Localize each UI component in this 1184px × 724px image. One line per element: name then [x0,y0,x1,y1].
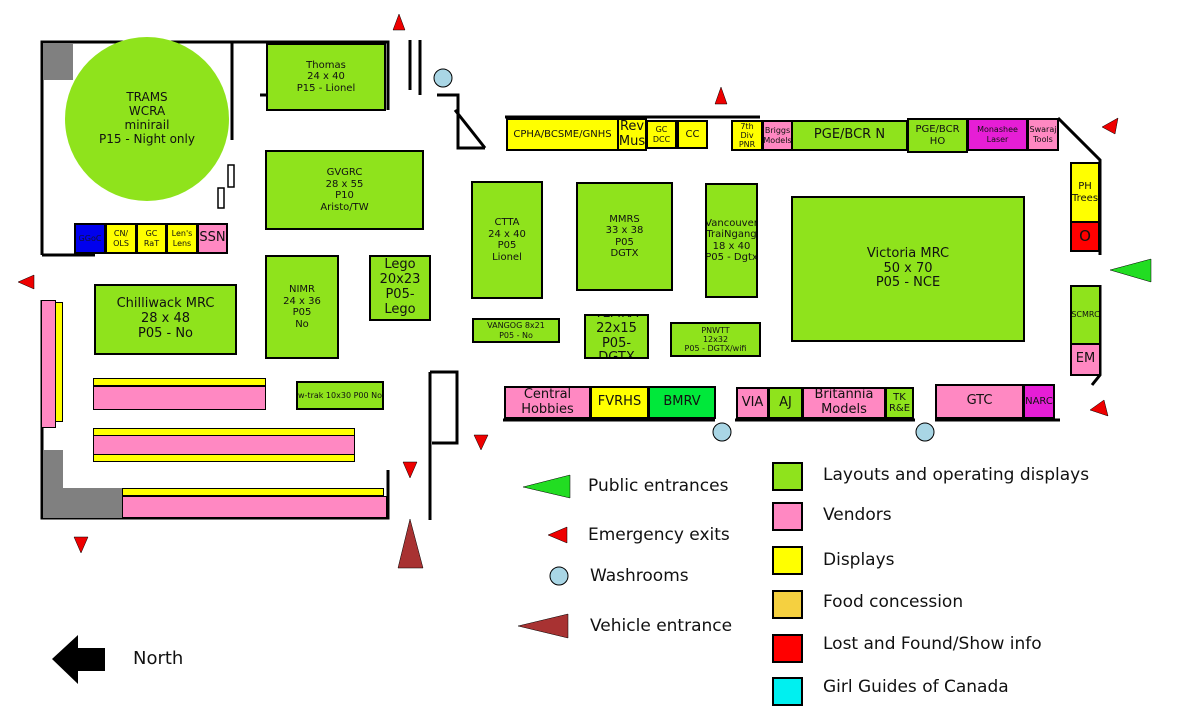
booth-ggoc[interactable]: GGoC [74,223,106,254]
booth-gc-dcc[interactable]: GC DCC [646,120,677,149]
north-label: North [133,648,184,669]
legend-swatch-vendors [772,502,803,531]
vehicle-entrance-icons [397,518,569,639]
legend-vendors: Vendors [823,505,892,525]
booth-bmrv[interactable]: BMRV [648,386,716,419]
booth-via[interactable]: VIA [736,387,769,419]
booth-gc-rat[interactable]: GC RaT [136,223,167,254]
booth-gtc[interactable]: GTC [935,384,1024,419]
display-tables [93,428,355,436]
display-tables [93,454,355,462]
booth-monashee[interactable]: Monashee Laser [967,118,1028,151]
booth-pge-bcr-n[interactable]: PGE/BCR N [791,120,908,151]
legend-vehicle-entrance: Vehicle entrance [590,616,733,636]
vendor-strip [41,300,56,428]
booth-w-trak[interactable]: w-trak 10x30 P00 No [296,381,384,410]
booth-swaraj[interactable]: Swaraj Tools [1027,118,1059,151]
booth-britannia[interactable]: Britannia Models [802,387,886,419]
booth-7th-div[interactable]: 7th Div PNR [731,120,763,151]
gray-area [43,43,73,80]
booth-nimr[interactable]: NIMR 24 x 36 P05 No [265,255,339,359]
booth-cpha[interactable]: CPHA/BCSME/GNHS [506,118,619,151]
legend-layouts: Layouts and operating displays [823,465,1090,485]
legend-swatch-layouts [772,462,803,491]
booth-thomas[interactable]: Thomas 24 x 40 P15 - Lionel [266,43,386,111]
booth-vancouver-traingang[interactable]: Vancouver TraiNgang 18 x 40 P05 - Dgtx [705,183,758,298]
booth-ph-trees[interactable]: PH Trees [1070,162,1100,223]
booth-victoria-mrc[interactable]: Victoria MRC 50 x 70 P05 - NCE [791,196,1025,342]
booth-central-hobbies[interactable]: Central Hobbies [504,386,591,419]
booth-tk-re[interactable]: TK R&E [885,387,914,419]
booth-rev-mus[interactable]: Rev Mus [617,118,647,151]
display-tables [122,488,384,496]
booth-fvrhs[interactable]: FVRHS [590,386,649,419]
legend-swatch-lost-found [772,634,803,663]
booth-em[interactable]: EM [1070,343,1101,376]
booth-pnwtt[interactable]: PNWTT 12x32 P05 - DGTX/wifi [670,322,761,357]
legend-swatch-girl-guides [772,677,803,706]
booth-tlmra[interactable]: TLMRA 22x15 P05- DGTX [584,314,649,359]
booth-ssn[interactable]: SSN [197,223,228,254]
legend-food: Food concession [823,592,964,612]
legend-girl-guides: Girl Guides of Canada [823,677,1009,697]
booth-chilliwack[interactable]: Chilliwack MRC 28 x 48 P05 - No [94,284,237,355]
legend-emergency-exits: Emergency exits [588,525,730,545]
show-info-booth[interactable]: O [1070,221,1100,252]
legend-swatch-food [772,590,803,619]
booth-cn-ols[interactable]: CN/ OLS [105,223,137,254]
vendor-row [93,386,266,410]
booth-cc[interactable]: CC [677,120,708,149]
booth-trams[interactable]: TRAMS WCRA minirail P15 - Night only [65,37,229,201]
north-arrow-icon [52,635,105,684]
legend-displays: Displays [823,550,895,570]
booth-aj[interactable]: AJ [768,387,803,419]
washroom-icons [433,68,935,586]
public-entrance-icons [522,258,1152,499]
display-tables [93,378,266,386]
booth-gvgrc[interactable]: GVGRC 28 x 55 P10 Aristo/TW [265,150,424,230]
legend-public-entrances: Public entrances [588,476,729,496]
booth-lens-lens[interactable]: Len's Lens [166,223,198,254]
booth-lego[interactable]: Lego 20x23 P05-Lego [369,255,431,321]
booth-briggs[interactable]: Briggs Models [762,120,793,151]
booth-narc[interactable]: NARC [1023,384,1055,419]
vendor-row [122,496,387,518]
booth-ctta[interactable]: CTTA 24 x 40 P05 Lionel [471,181,543,299]
legend-lost-found: Lost and Found/Show info [823,634,1042,654]
display-tables [55,302,63,422]
legend-washrooms: Washrooms [590,566,689,586]
gray-area [43,488,123,518]
legend-swatch-displays [772,546,803,575]
booth-mmrs[interactable]: MMRS 33 x 38 P05 DGTX [576,182,673,291]
booth-vangog[interactable]: VANGOG 8x21 P05 - No [472,318,560,343]
emergency-exit-icons [17,13,1119,554]
booth-scmrc[interactable]: SCMRC [1070,285,1101,345]
booth-pge-bcr-ho[interactable]: PGE/BCR HO [907,118,968,153]
